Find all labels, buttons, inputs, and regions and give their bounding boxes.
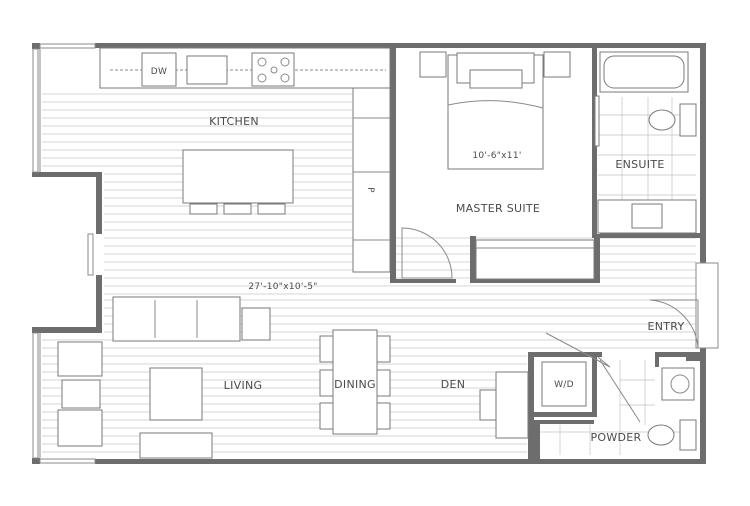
dimension-master-suite: 10'-6"x11' [472, 151, 521, 161]
room-label-living: LIVING [224, 379, 263, 392]
fixture-label-washer-dryer: W/D [554, 380, 574, 390]
kitchen-counter [99, 47, 391, 273]
room-label-kitchen: KITCHEN [209, 115, 259, 128]
den-desk [479, 371, 529, 439]
entry-door-swing [649, 299, 699, 349]
dimension-main-space: 27'-10"x10'-5" [248, 282, 317, 292]
room-label-master-suite: MASTER SUITE [456, 202, 540, 215]
room-label-dining: DINING [334, 378, 376, 391]
master-door-swing [401, 227, 453, 279]
washer-dryer [541, 361, 587, 407]
room-label-den: DEN [441, 378, 466, 391]
master-bed [419, 51, 571, 170]
room-label-entry: ENTRY [647, 320, 684, 333]
kitchen-island [182, 149, 294, 215]
powder-fixtures [545, 332, 697, 451]
fixture-label-pantry: P [365, 187, 375, 193]
master-closet [475, 239, 595, 280]
windows [32, 43, 719, 464]
fixture-label-dishwasher: DW [151, 67, 167, 77]
room-label-ensuite: ENSUITE [615, 158, 664, 171]
sofa [112, 296, 271, 342]
dining-table [319, 329, 391, 435]
ensuite-fixtures [594, 51, 697, 234]
living-chairs [57, 341, 213, 459]
room-label-powder: POWDER [590, 431, 641, 444]
